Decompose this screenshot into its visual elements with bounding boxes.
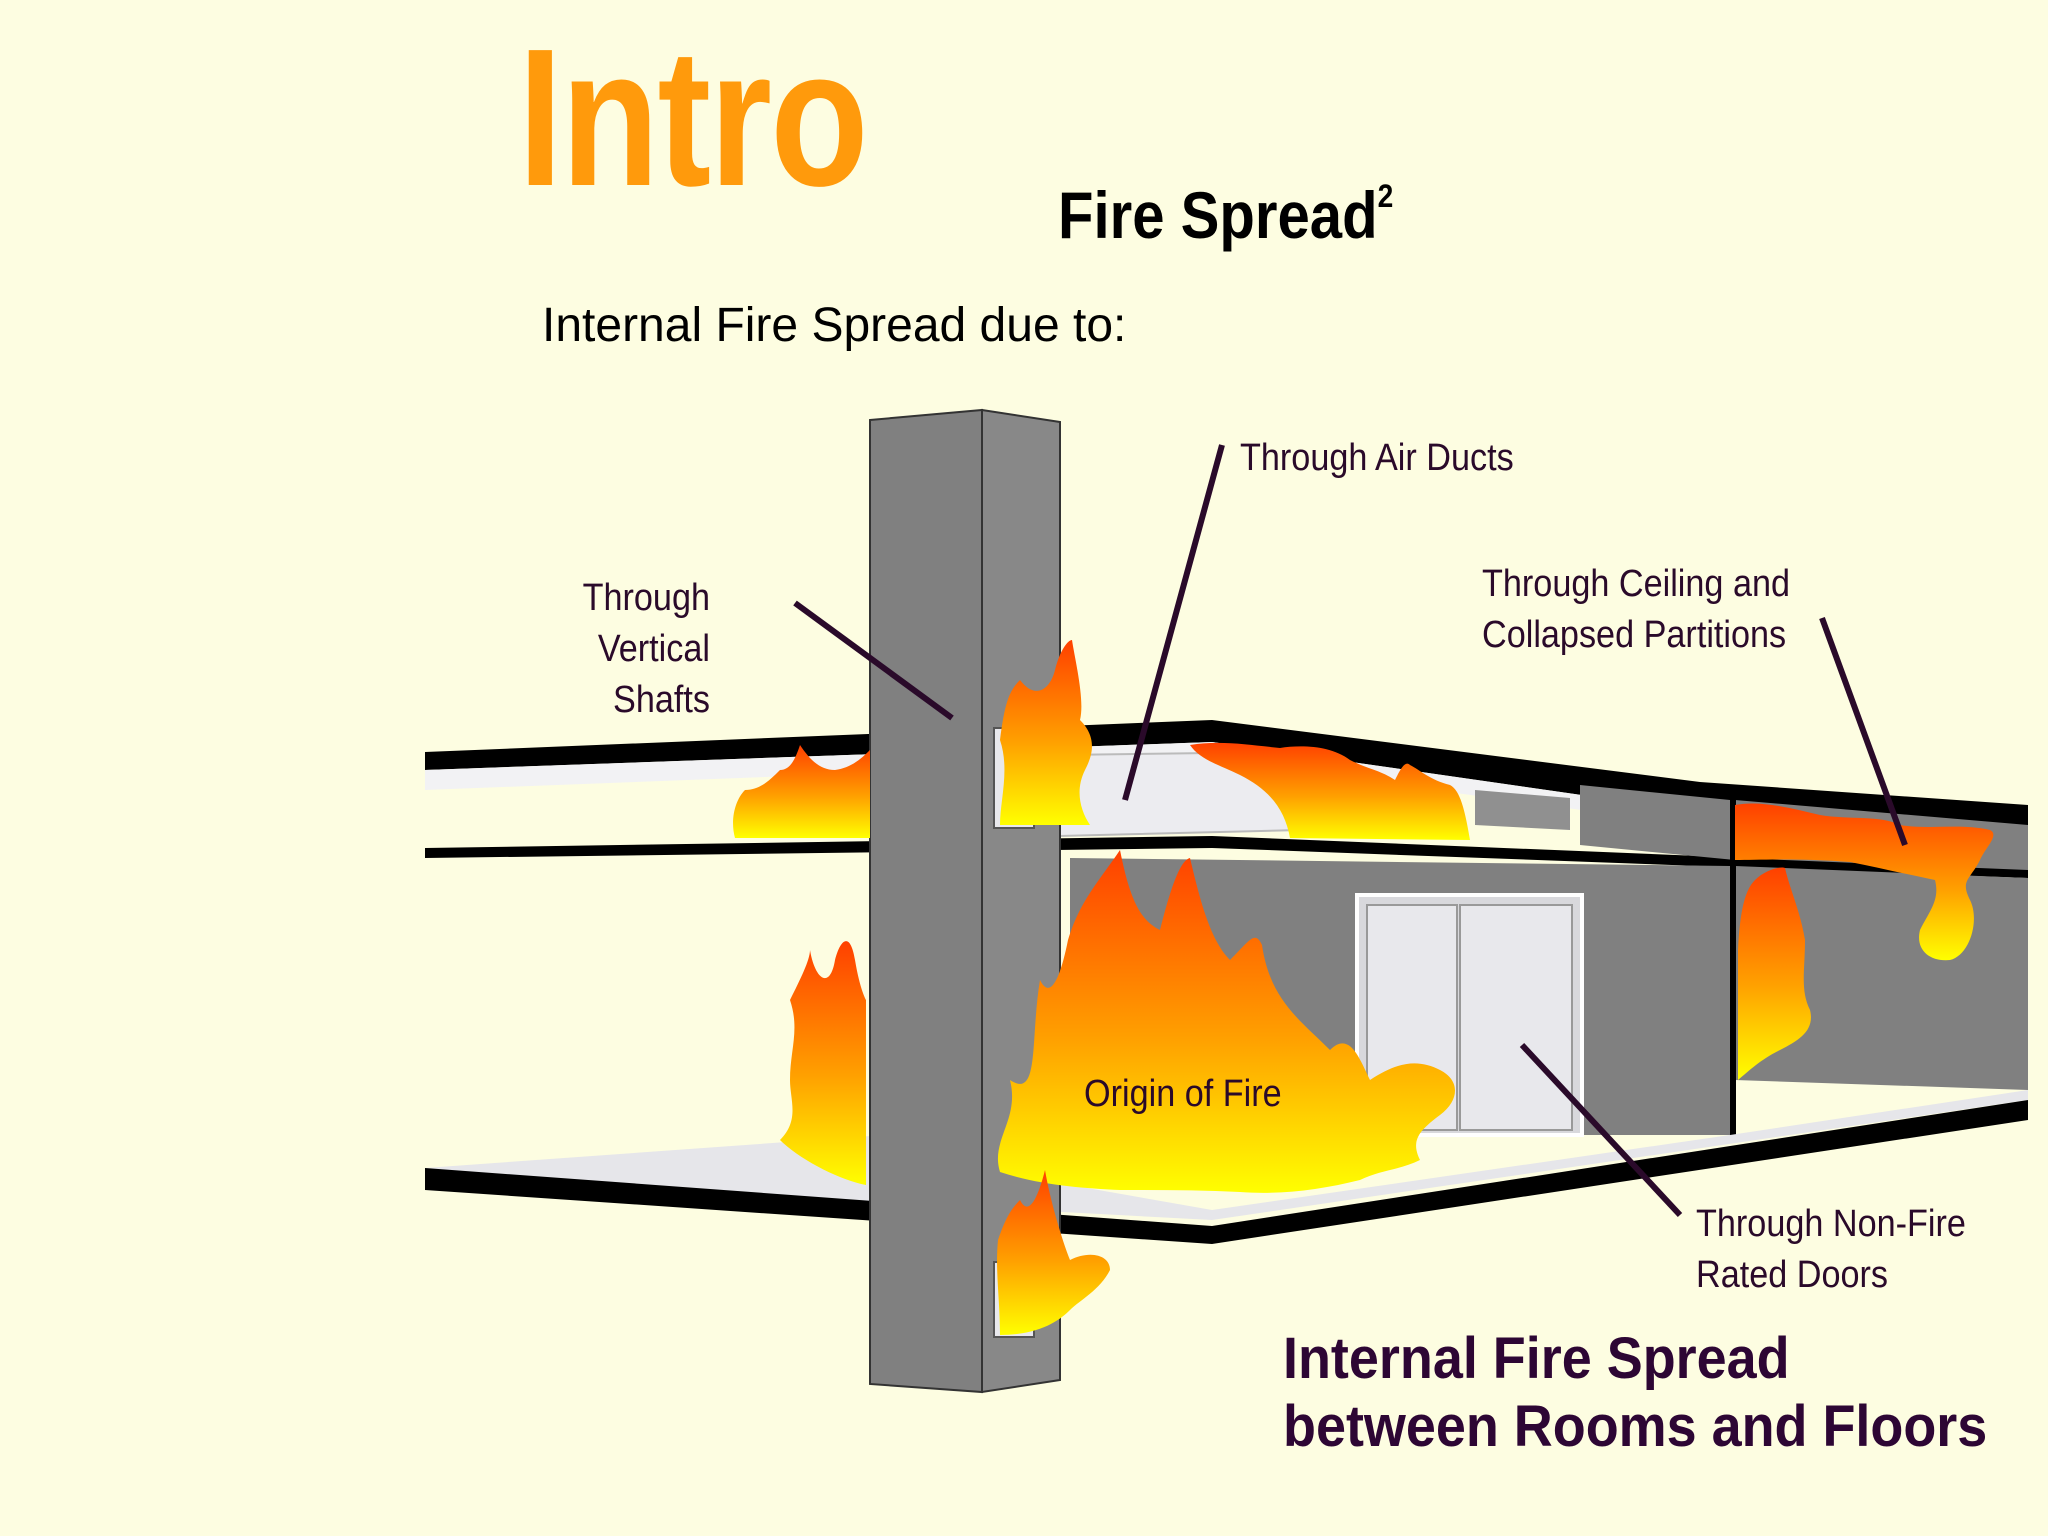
caption-line: Internal Fire Spread [1283, 1326, 1790, 1391]
label-ceiling-partitions: Through Ceiling and Collapsed Partitions [1482, 559, 1790, 661]
pointer-doors [1519, 1042, 1683, 1218]
label-line: Collapsed Partitions [1482, 614, 1787, 656]
slide-title: Intro [518, 8, 869, 227]
section-heading: Internal Fire Spread due to: [542, 299, 1127, 352]
upper-ceiling-underside [425, 742, 2028, 842]
label-line: Vertical [597, 628, 710, 670]
label-line: Through [582, 577, 710, 619]
vertical-shaft-front [869, 408, 983, 1394]
caption-line: between Rooms and Floors [1283, 1394, 1988, 1459]
label-line: Shafts [613, 679, 710, 721]
flame-shaft-upper [1000, 640, 1092, 825]
label-line: Through Non-Fire [1696, 1203, 1966, 1245]
flame-duct [1190, 742, 1470, 840]
air-duct-end [1475, 790, 1570, 830]
label-line: Rated Doors [1696, 1254, 1888, 1296]
flame-ceiling-left [733, 745, 870, 838]
label-vertical-shafts: Through Vertical Shafts [539, 573, 710, 726]
lower-floor-slab [425, 1100, 2028, 1244]
upper-ceiling-slab [425, 720, 2028, 830]
subtitle-text: Fire Spread [1058, 178, 1378, 252]
slide-subtitle: Fire Spread2 [1058, 180, 1393, 248]
flame-shaft-left [780, 941, 866, 1185]
pointer-ducts [1122, 444, 1225, 801]
door-right-panel [1459, 904, 1573, 1131]
flame-wall-right [1738, 867, 1811, 1080]
diagram-caption: Internal Fire Spread between Rooms and F… [1283, 1325, 1987, 1461]
lower-floor-surface [425, 1090, 2028, 1220]
pointer-ceiling [1819, 616, 1908, 847]
pointer-shafts [793, 600, 954, 721]
lower-ceiling-slab [425, 836, 2028, 878]
label-non-fire-rated-doors: Through Non-Fire Rated Doors [1696, 1199, 1966, 1301]
subtitle-superscript: 2 [1377, 178, 1394, 214]
ceiling-band [1580, 785, 1735, 860]
flame-origin [997, 850, 1455, 1193]
label-line: Through Ceiling and [1482, 563, 1791, 605]
flame-ceiling-right [1735, 803, 1994, 961]
flame-shaft-lower [997, 1170, 1110, 1335]
label-air-ducts: Through Air Ducts [1240, 437, 1514, 479]
label-origin-of-fire: Origin of Fire [1084, 1073, 1282, 1115]
